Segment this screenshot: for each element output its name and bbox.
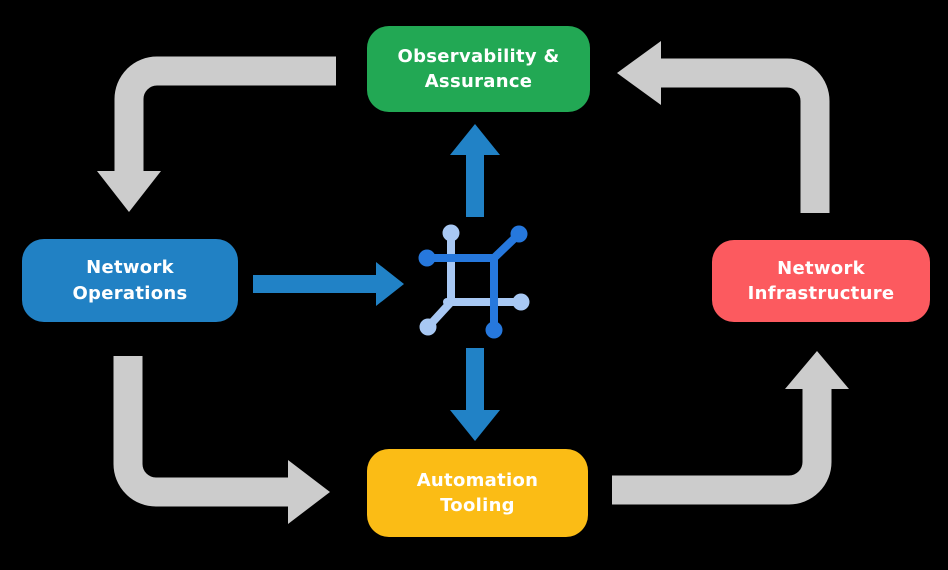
icon-node-right bbox=[512, 293, 530, 311]
node-label: Network Operations bbox=[72, 257, 188, 304]
cycle-arrow-shaft bbox=[113, 356, 288, 507]
network-mesh-icon bbox=[418, 224, 530, 339]
flow-arrow-center-to-automation bbox=[450, 348, 500, 441]
icon-node-top-right bbox=[510, 225, 528, 243]
cycle-arrow-infrastructure-to-observability bbox=[617, 41, 830, 213]
cycle-arrow-automation-to-infrastructure bbox=[612, 351, 849, 505]
node-label: Network Infrastructure bbox=[747, 257, 895, 304]
cycle-arrow-operations-to-automation bbox=[113, 356, 330, 524]
cycle-arrow-shaft bbox=[612, 389, 832, 505]
up-arrowhead-icon bbox=[450, 124, 500, 155]
node-label: Observability & Assurance bbox=[397, 45, 560, 92]
node-network-infrastructure: Network Infrastructure bbox=[712, 240, 930, 322]
node-automation-tooling: Automation Tooling bbox=[367, 449, 588, 537]
right-arrowhead-icon bbox=[288, 460, 330, 524]
node-observability-assurance: Observability & Assurance bbox=[367, 26, 590, 112]
icon-node-bottom bbox=[485, 321, 503, 339]
flow-arrow-center-to-observability bbox=[450, 124, 500, 217]
cycle-arrow-shaft bbox=[661, 58, 830, 213]
node-label: Automation Tooling bbox=[416, 469, 539, 516]
cycle-arrow-shaft bbox=[114, 56, 336, 172]
flow-arrow-operations-to-center bbox=[253, 262, 404, 306]
left-arrowhead-icon bbox=[617, 41, 661, 105]
down-arrowhead-icon bbox=[97, 171, 161, 212]
right-arrowhead-icon bbox=[376, 262, 404, 306]
up-arrowhead-icon bbox=[785, 351, 849, 389]
down-arrowhead-icon bbox=[450, 410, 500, 441]
icon-node-left bbox=[418, 249, 436, 267]
icon-node-top bbox=[442, 224, 460, 242]
node-network-operations: Network Operations bbox=[22, 239, 238, 322]
cycle-arrow-observability-to-operations bbox=[97, 56, 336, 212]
icon-node-bottom-left bbox=[419, 318, 437, 336]
